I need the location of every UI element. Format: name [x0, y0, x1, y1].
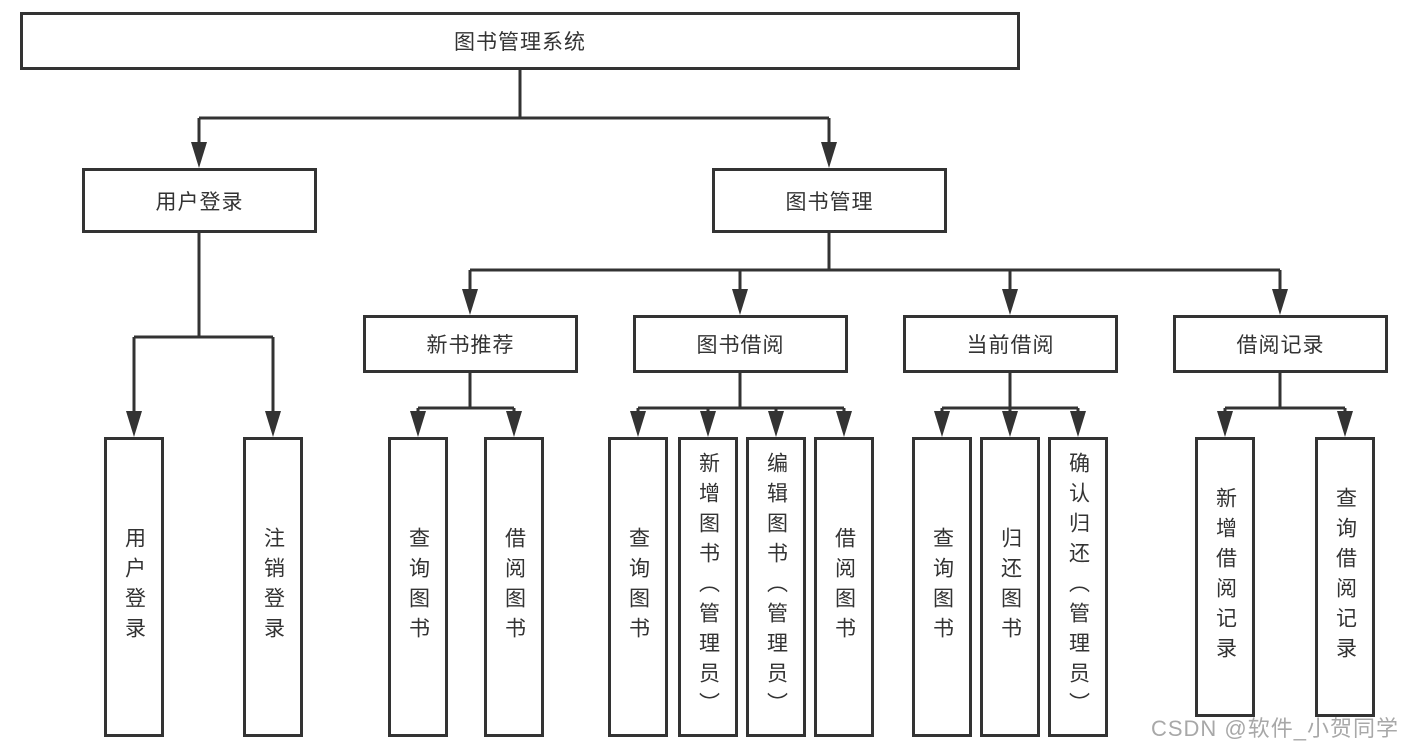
leaf-query-books-borrowing-label: 查询图书 — [626, 527, 650, 647]
leaf-borrow-books-recommend-label: 借阅图书 — [502, 527, 526, 647]
node-new-book-recommend-label: 新书推荐 — [426, 334, 515, 357]
node-current-borrowing-label: 当前借阅 — [966, 334, 1055, 357]
leaf-logout: 注销登录 — [243, 437, 303, 737]
leaf-query-borrow-record: 查询借阅记录 — [1315, 437, 1375, 717]
node-book-borrowing-label: 图书借阅 — [696, 334, 785, 357]
leaf-user-login: 用户登录 — [104, 437, 164, 737]
leaf-query-books-current: 查询图书 — [912, 437, 972, 737]
node-root-label: 图书管理系统 — [454, 31, 586, 54]
leaf-return-books: 归还图书 — [980, 437, 1040, 737]
node-book-borrowing: 图书借阅 — [633, 315, 848, 373]
leaf-add-borrow-record-label: 新增借阅记录 — [1213, 487, 1237, 667]
leaf-query-books-current-label: 查询图书 — [930, 527, 954, 647]
node-book-management-label: 图书管理 — [785, 190, 874, 214]
leaf-query-books-borrowing: 查询图书 — [608, 437, 668, 737]
node-root: 图书管理系统 — [20, 12, 1020, 70]
node-borrow-records: 借阅记录 — [1173, 315, 1388, 373]
node-book-management: 图书管理 — [712, 168, 947, 233]
leaf-borrow-books-recommend: 借阅图书 — [484, 437, 544, 737]
leaf-logout-label: 注销登录 — [261, 527, 285, 647]
leaf-user-login-label: 用户登录 — [122, 527, 146, 647]
leaf-add-books-admin-label: 新增图书（管理员） — [696, 452, 720, 722]
leaf-query-books-recommend-label: 查询图书 — [406, 527, 430, 647]
node-borrow-records-label: 借阅记录 — [1236, 334, 1325, 357]
node-user-login-label: 用户登录 — [155, 190, 244, 214]
leaf-borrow-books: 借阅图书 — [814, 437, 874, 737]
arrowheads — [126, 142, 1353, 437]
leaf-return-books-label: 归还图书 — [998, 527, 1022, 647]
leaf-add-books-admin: 新增图书（管理员） — [678, 437, 738, 737]
leaf-add-borrow-record: 新增借阅记录 — [1195, 437, 1255, 717]
node-user-login: 用户登录 — [82, 168, 317, 233]
watermark: CSDN @软件_小贺同学 — [1150, 716, 1399, 741]
leaf-confirm-return-admin: 确认归还（管理员） — [1048, 437, 1108, 737]
leaf-query-books-recommend: 查询图书 — [388, 437, 448, 737]
node-new-book-recommend: 新书推荐 — [363, 315, 578, 373]
leaf-edit-books-admin: 编辑图书（管理员） — [746, 437, 806, 737]
leaf-edit-books-admin-label: 编辑图书（管理员） — [764, 452, 788, 722]
node-current-borrowing: 当前借阅 — [903, 315, 1118, 373]
leaf-confirm-return-admin-label: 确认归还（管理员） — [1066, 452, 1090, 722]
leaf-borrow-books-label: 借阅图书 — [832, 527, 856, 647]
leaf-query-borrow-record-label: 查询借阅记录 — [1333, 487, 1357, 667]
